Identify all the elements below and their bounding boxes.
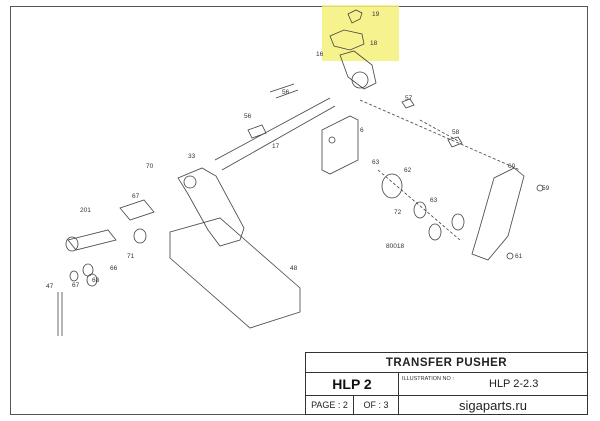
part-label: 33 [188,153,196,160]
page-count: OF : 3 [354,396,399,415]
part-label: 62 [404,167,412,174]
drawing-code: HLP 2 [306,373,399,395]
website-label: sigaparts.ru [459,398,527,413]
part-label: 17 [272,143,280,150]
part-label: 19 [372,11,380,18]
part-label: 56 [282,89,290,96]
page-number: PAGE : 2 [306,396,354,415]
part-67-block [119,199,155,221]
part-68-shape [86,273,98,287]
part-label: 58 [452,129,460,136]
part-label: 59 [542,185,550,192]
part-label: 67 [132,193,140,200]
part-18-shape [329,29,365,51]
title-block: TRANSFER PUSHER HLP 2 ILLUSTRATION NO : … [305,352,588,415]
drawing-title: TRANSFER PUSHER [306,353,587,373]
part-label: 68 [92,277,100,284]
part-33-bore [183,175,197,189]
part-label: 56 [244,113,252,120]
part-label: 72 [394,209,402,216]
part-label: 63 [430,197,438,204]
part-80018a-shape [428,223,442,241]
part-16-bore [351,71,369,89]
part-19-shape [347,9,363,24]
part-label: 57 [405,95,413,102]
part-label: 67 [72,282,80,289]
part-33-arm [177,167,245,247]
part-label: 66 [110,265,118,272]
part-80018b-shape [451,213,465,231]
part-17-shaft [214,97,336,171]
part-label: 61 [515,253,523,260]
part-58-shape [447,136,463,148]
sheet-border [10,6,588,415]
part-63-shape [413,201,427,219]
part-201-eye [65,236,79,252]
part-6-bracket [321,115,359,175]
part-label: 47 [46,283,54,290]
part-label: 6 [360,127,364,134]
part-label: 71 [127,253,135,260]
part-label: 70 [146,163,154,170]
part-6-hole [328,136,336,144]
part-label: 16 [316,51,324,58]
part-label: 18 [370,40,378,47]
highlight-area [322,5,399,61]
center-lines [359,99,521,241]
part-label: 60 [508,163,516,170]
part-56-pin [269,83,299,99]
part-62-shape [381,173,403,199]
part-67b-shape [69,270,79,282]
part-60-lever [471,167,525,261]
part-label: 48 [290,265,298,272]
part-59-shape [536,184,544,192]
illustration-number: HLP 2-2.3 [489,378,539,390]
part-16-shape [339,50,377,90]
title-block-bottom-row: PAGE : 2 OF : 3 sigaparts.ru [306,396,587,415]
part-71-shape [133,228,147,244]
part-48-plate [169,217,301,329]
part-57-shape [401,98,415,109]
part-label: 80018 [386,243,404,250]
illustration-label: ILLUSTRATION NO : [402,376,454,382]
part-201-lever [67,229,117,251]
part-61-shape [506,252,514,260]
title-block-middle-row: HLP 2 ILLUSTRATION NO : HLP 2-2.3 [306,373,587,396]
part-47-chain [57,292,63,336]
part-label: 63 [372,159,380,166]
part-label: 201 [80,207,91,214]
part-56b-shape [247,124,267,139]
